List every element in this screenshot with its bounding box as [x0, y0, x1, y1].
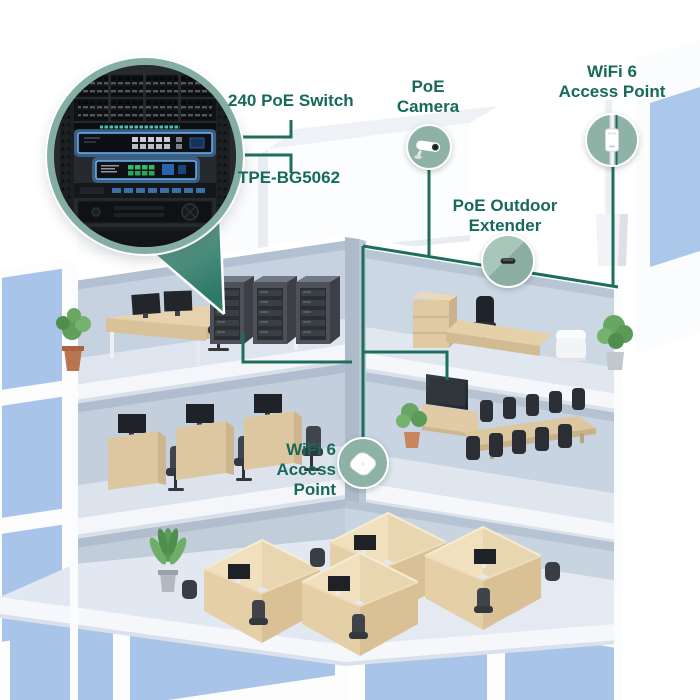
wifi6-ceiling-ap-badge [337, 437, 389, 489]
cubicle-cluster [301, 551, 419, 656]
cubicle-cluster [424, 525, 560, 630]
wifi-roof-label: WiFi 6 Access Point [558, 62, 666, 101]
leader-model [232, 153, 293, 173]
right-cut-edge [614, 281, 622, 700]
cable-rack-run [241, 333, 352, 364]
plant [56, 308, 91, 371]
rack-units [74, 183, 216, 247]
dual-monitors [131, 290, 193, 318]
executive-office [413, 292, 633, 370]
poe-switch-tpe-bg5062 [92, 157, 200, 183]
meeting-room [396, 374, 596, 460]
wifi6-outdoor-ap-badge [585, 113, 639, 167]
poe-cabling [232, 120, 619, 440]
wifi-ceiling-label: WiFi 6 Access Point [276, 440, 336, 499]
plant [149, 528, 187, 592]
cubicle-clusters [149, 511, 560, 656]
plant [396, 403, 427, 448]
lounge-chair [556, 330, 586, 361]
switch-label: 240 PoE Switch [228, 91, 354, 110]
left-cut-edge [70, 276, 78, 700]
credenza [422, 404, 478, 434]
window [505, 629, 618, 700]
poe-outdoor-extender-icon [500, 258, 516, 264]
office-desks [108, 394, 323, 491]
window [2, 268, 62, 390]
meeting-chairs [480, 388, 585, 422]
window [2, 396, 62, 518]
patch-panels [74, 75, 216, 121]
poe-outdoor-extender-badge [481, 234, 535, 288]
poe-camera-icon [414, 140, 441, 159]
poe-switch-240 [74, 129, 216, 157]
wifi6-ceiling-ap-icon [349, 452, 377, 476]
roof-right-wall [636, 40, 700, 354]
server-racks [210, 276, 340, 344]
window [10, 613, 113, 700]
extender-label: PoE Outdoor Extender [452, 196, 558, 235]
leader-switch [232, 120, 293, 139]
switch-model-label: TPE-BG5062 [238, 168, 341, 187]
cable-tv-drop [363, 350, 449, 380]
poe-camera-badge [406, 124, 452, 170]
camera-label: PoE Camera [396, 77, 460, 116]
poe-switch-rack-inset [47, 58, 243, 254]
corner-column [345, 237, 359, 502]
plant [597, 315, 633, 370]
meeting-chairs [466, 424, 572, 460]
desk-workstation [244, 394, 323, 471]
rack-equipment-illustration [54, 65, 236, 247]
wifi6-outdoor-ap-icon [605, 115, 619, 165]
